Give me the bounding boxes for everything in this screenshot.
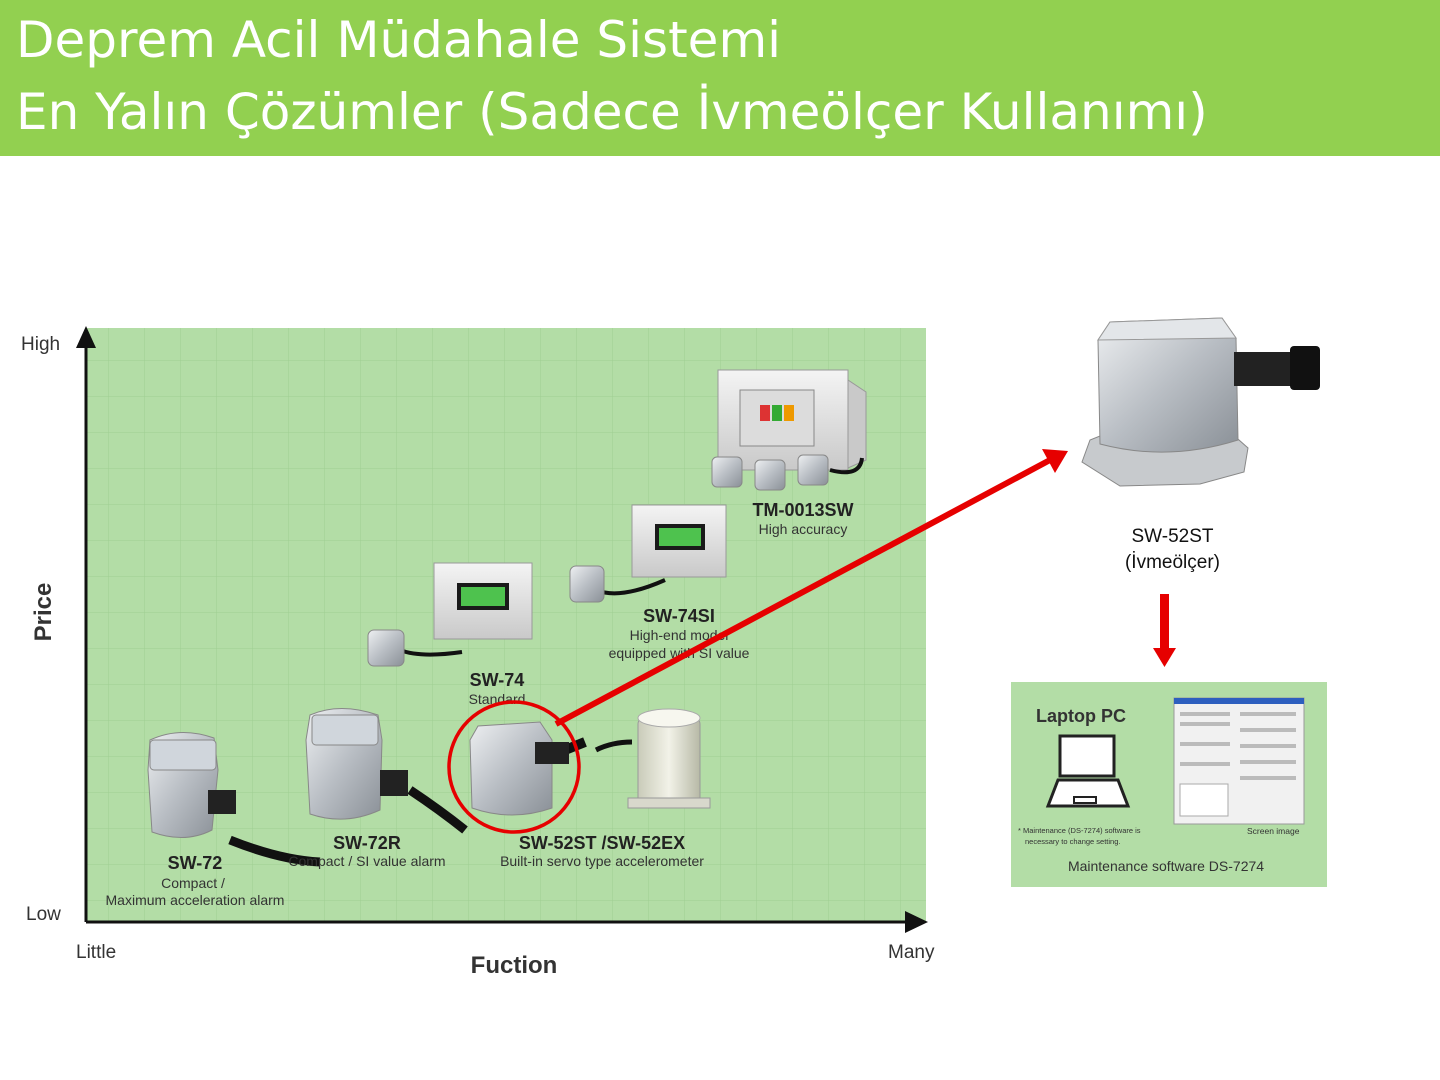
pointer-arrowhead-icon	[1042, 449, 1068, 473]
accelerometer-name: SW-52ST	[1131, 526, 1214, 547]
sw-72-device-icon	[147, 731, 321, 867]
sw-74si-device-icon	[569, 504, 727, 603]
x-axis-title: Fuction	[471, 952, 558, 979]
tm-0013sw-device-icon	[711, 369, 867, 491]
x-many-label: Many	[888, 942, 935, 963]
laptop-panel: Laptop PC * Maintenance (DS-7274) softwa…	[1011, 682, 1327, 887]
title-bar: Deprem Acil Müdahale Sistemi En Yalın Çö…	[0, 0, 1440, 156]
pointer-arrow	[554, 457, 1052, 727]
y-low-label: Low	[26, 904, 61, 925]
product-desc: Maximum acceleration alarm	[106, 892, 285, 908]
screen-image-label: Screen image	[1247, 826, 1300, 836]
laptop-panel-caption: Maintenance software DS-7274	[1068, 858, 1264, 874]
product-desc: equipped with SI value	[609, 645, 750, 661]
laptop-icon	[1045, 734, 1131, 808]
product-name: SW-72R	[333, 833, 401, 853]
laptop-panel-title: Laptop PC	[1036, 706, 1126, 726]
product-label-sw-72r: SW-72R Compact / SI value alarm	[288, 833, 445, 869]
product-name: TM-0013SW	[752, 500, 853, 520]
sw-52st-device-icon	[469, 721, 587, 816]
software-screenshot-icon	[1173, 697, 1305, 825]
highlight-circle	[447, 700, 581, 834]
product-label-sw-74si: SW-74SI High-end model equipped with SI …	[609, 606, 750, 661]
product-label-sw-72: SW-72 Compact / Maximum acceleration ala…	[106, 853, 285, 908]
slide-title-line-1: Deprem Acil Müdahale Sistemi	[16, 11, 782, 69]
y-axis-arrow-icon	[76, 326, 96, 348]
product-desc: Compact / SI value alarm	[288, 853, 445, 869]
sw-74-device-icon	[367, 562, 533, 667]
x-axis-arrow-icon	[905, 911, 928, 933]
accelerometer-photo-icon	[1081, 317, 1320, 487]
slide-title-line-2: En Yalın Çözümler (Sadece İvmeölçer Kull…	[16, 83, 1208, 141]
sw-72r-device-icon	[305, 708, 468, 834]
x-little-label: Little	[76, 942, 116, 963]
y-axis-title: Price	[30, 583, 57, 642]
product-desc: Built-in servo type accelerometer	[500, 853, 704, 869]
laptop-note-line-1: * Maintenance (DS-7274) software is	[1018, 826, 1141, 835]
accelerometer-label: (İvmeölçer)	[1124, 552, 1220, 573]
product-desc: High accuracy	[759, 521, 848, 537]
sw-52ex-device-icon	[594, 708, 711, 809]
product-label-sw-52st: SW-52ST /SW-52EX Built-in servo type acc…	[500, 833, 704, 869]
product-name: SW-74	[470, 670, 525, 690]
laptop-note-line-2: necessary to change setting.	[1025, 837, 1120, 846]
product-name: SW-72	[168, 853, 223, 873]
product-label-tm-0013sw: TM-0013SW High accuracy	[752, 500, 853, 537]
product-name: SW-52ST /SW-52EX	[519, 833, 685, 853]
product-name: SW-74SI	[643, 606, 715, 626]
down-arrow	[1160, 594, 1169, 650]
y-high-label: High	[21, 334, 60, 355]
product-desc: Compact /	[161, 875, 225, 891]
down-arrowhead-icon	[1153, 648, 1176, 667]
product-desc: High-end model	[630, 627, 729, 643]
